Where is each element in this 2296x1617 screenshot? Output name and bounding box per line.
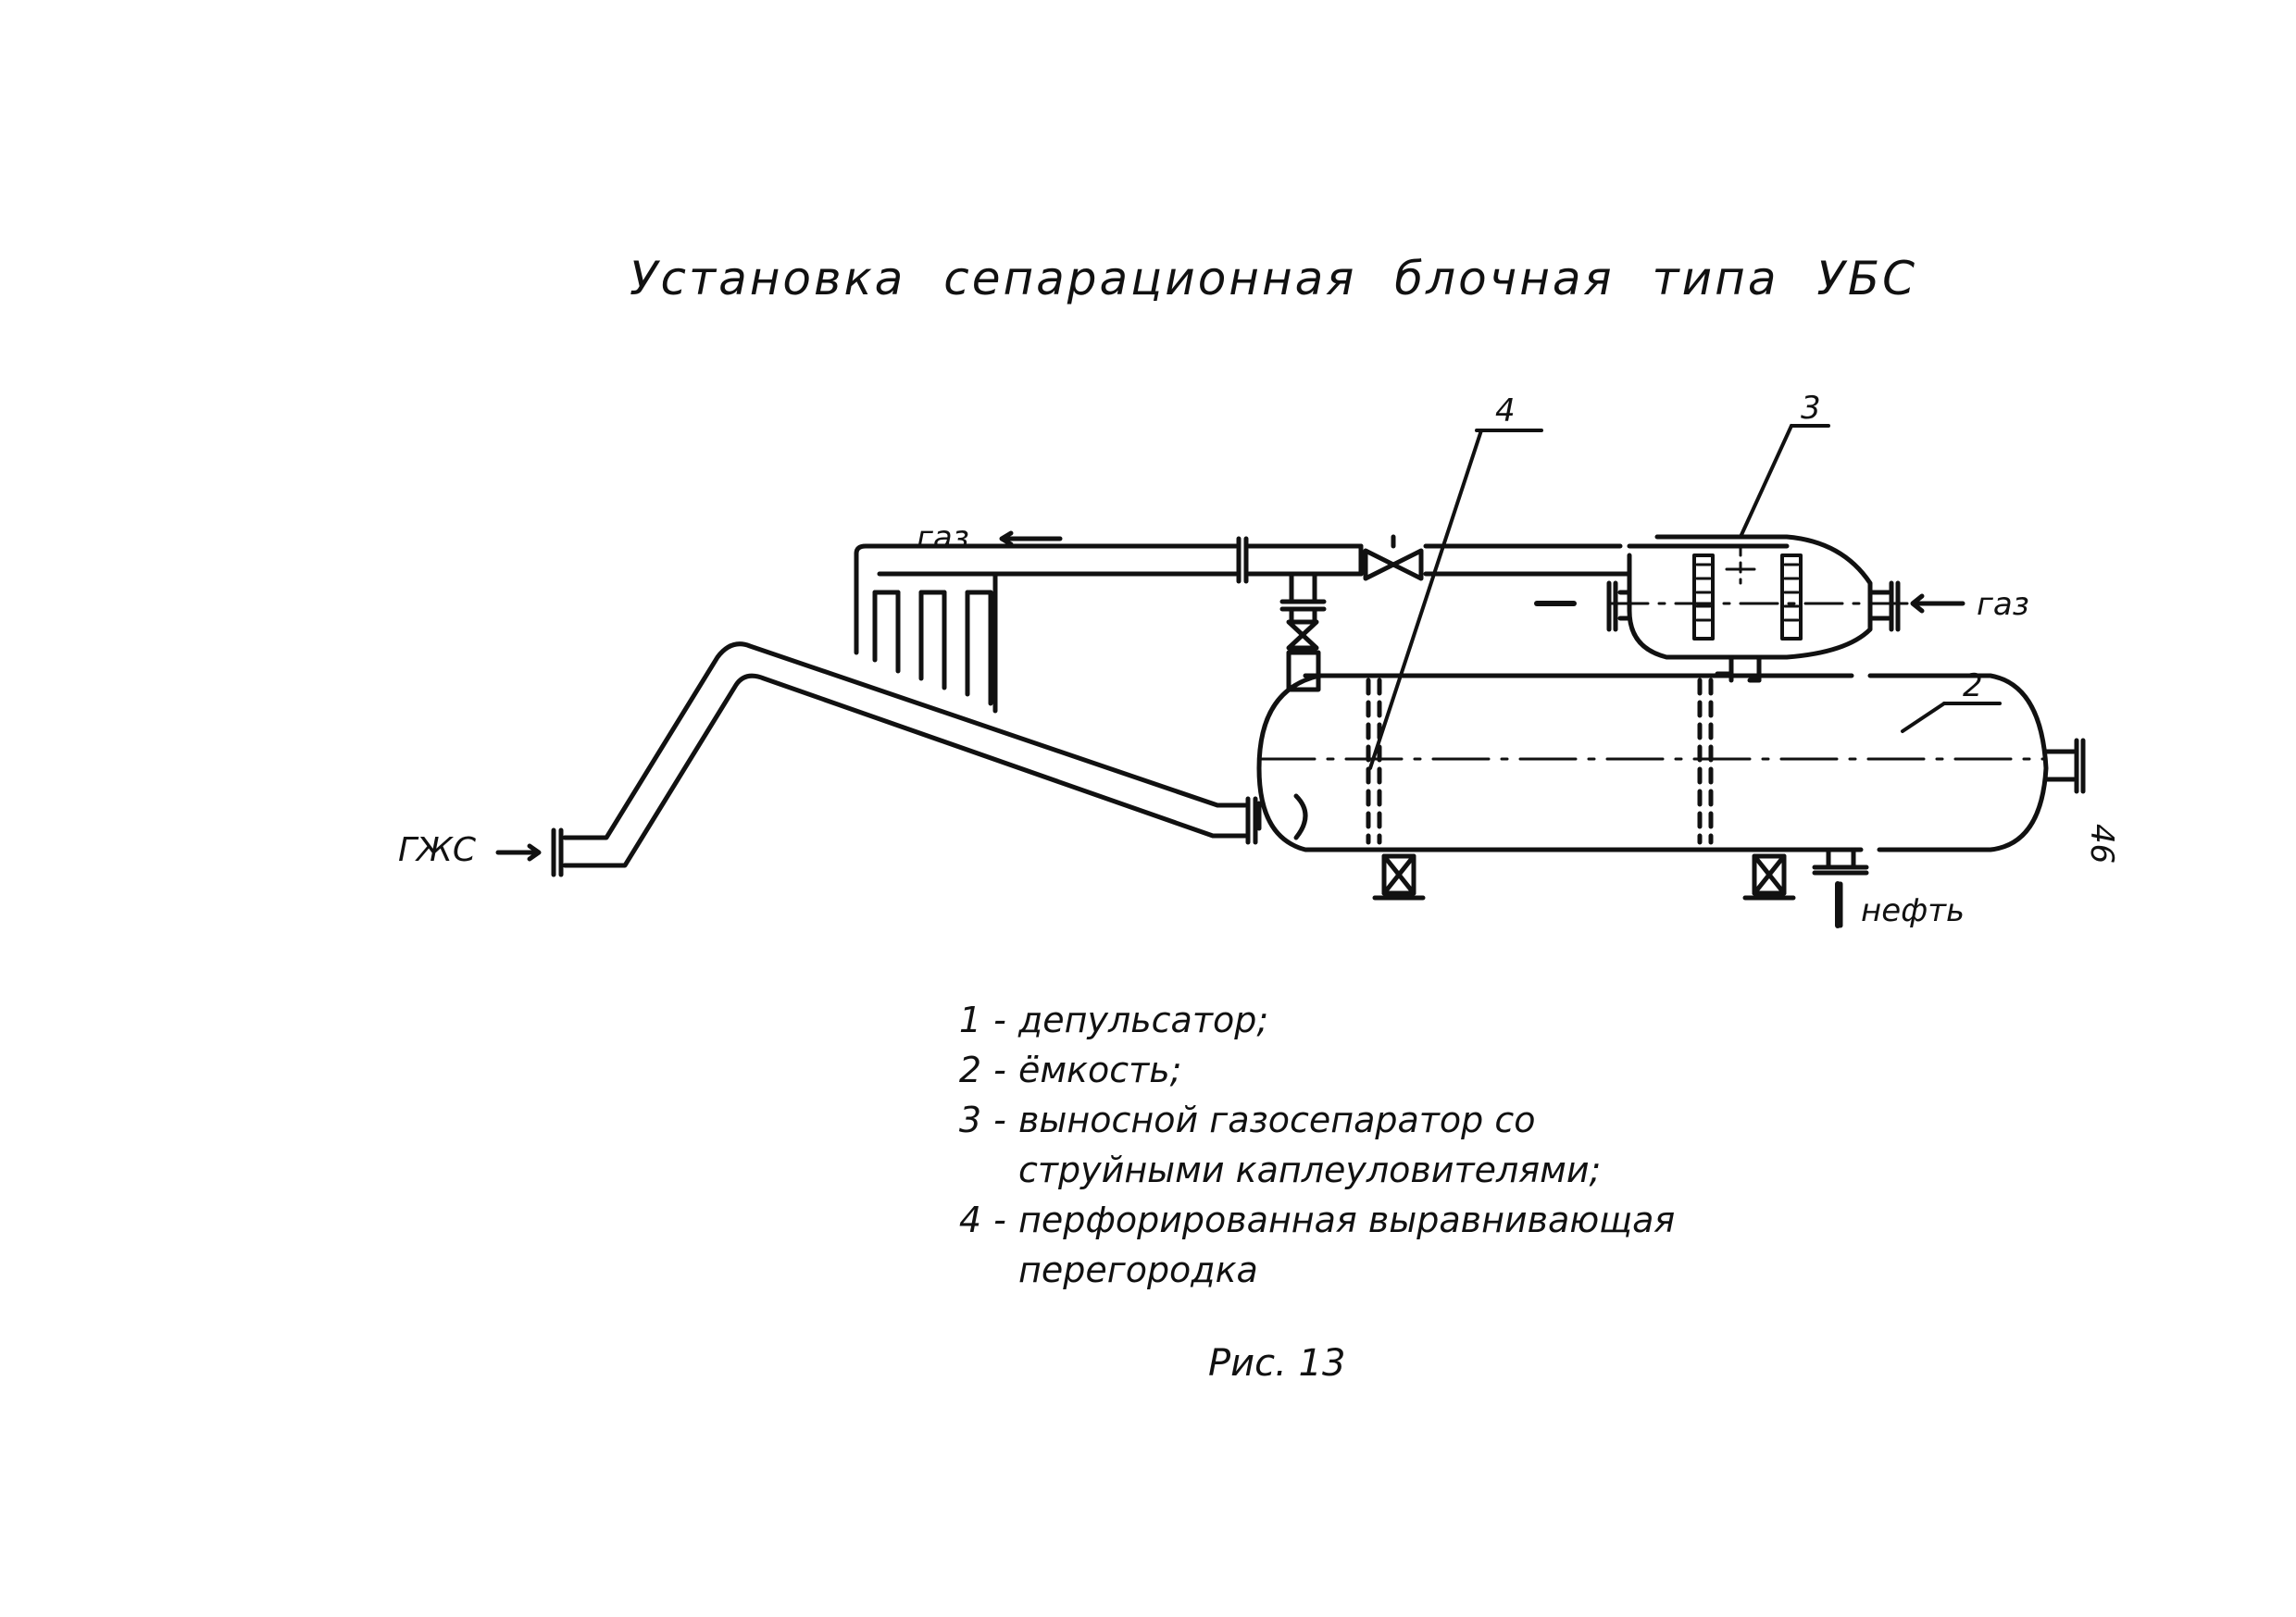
vessel-supports <box>1372 853 1796 901</box>
gas-drop-pipe <box>1279 571 1327 692</box>
callout-4: 4 <box>1495 392 1516 429</box>
gas-separator <box>1606 534 1909 683</box>
legend-text: выносной газосепаратор со <box>1018 1100 1536 1140</box>
label-gas-right: газ <box>1977 586 2029 623</box>
vessel-end-nozzle <box>2043 738 2086 794</box>
legend-num: 1 <box>958 1000 981 1040</box>
perforated-baffles <box>1366 678 1714 845</box>
inlet-pipe-gzhs <box>551 641 1258 877</box>
legend-text: перегородка <box>1018 1250 1258 1290</box>
label-oil: нефть <box>1861 892 1965 929</box>
legend-item-3: 3-выносной газосепаратор со <box>944 1095 1675 1145</box>
legend-num: 4 <box>958 1200 981 1240</box>
legend-text: депульсатор; <box>1018 1000 1269 1040</box>
legend-text: перфорированная выравнивающая <box>1018 1200 1676 1240</box>
depulsator-risers <box>854 571 998 714</box>
legend-item-1: 1-депульсатор; <box>944 995 1675 1045</box>
valve-header <box>1358 534 1424 581</box>
callout-2: 2 <box>1963 667 1983 704</box>
label-gzhs: ГЖС <box>398 831 477 869</box>
label-gas-top: газ <box>917 519 969 556</box>
legend-text: струйными каплеуловителями; <box>1018 1150 1602 1190</box>
legend-item-2: 2-ёмкость; <box>944 1045 1675 1095</box>
figure-title: Установка сепарационная блочная типа УБС <box>630 252 1918 305</box>
callout-3: 3 <box>1801 390 1821 427</box>
legend-item-3-cont: струйными каплеуловителями; <box>944 1145 1675 1195</box>
gas-outlet-arrow <box>1910 593 1965 614</box>
figure-caption: Рис. 13 <box>1208 1342 1346 1385</box>
gas-top-arrow <box>999 530 1063 547</box>
legend-item-4: 4-перфорированная выравнивающая <box>944 1195 1675 1245</box>
gas-header-pipe <box>854 536 1632 600</box>
page-number: 46 <box>2083 824 2120 864</box>
legend-text: ёмкость; <box>1018 1050 1182 1090</box>
legend-num: 3 <box>958 1100 981 1140</box>
legend: 1-депульсатор; 2-ёмкость; 3-выносной газ… <box>944 995 1675 1295</box>
legend-num: 2 <box>958 1050 981 1090</box>
callout-leaders <box>1368 424 2002 770</box>
gzhs-arrow <box>495 843 542 862</box>
legend-item-4-cont: перегородка <box>944 1245 1675 1295</box>
